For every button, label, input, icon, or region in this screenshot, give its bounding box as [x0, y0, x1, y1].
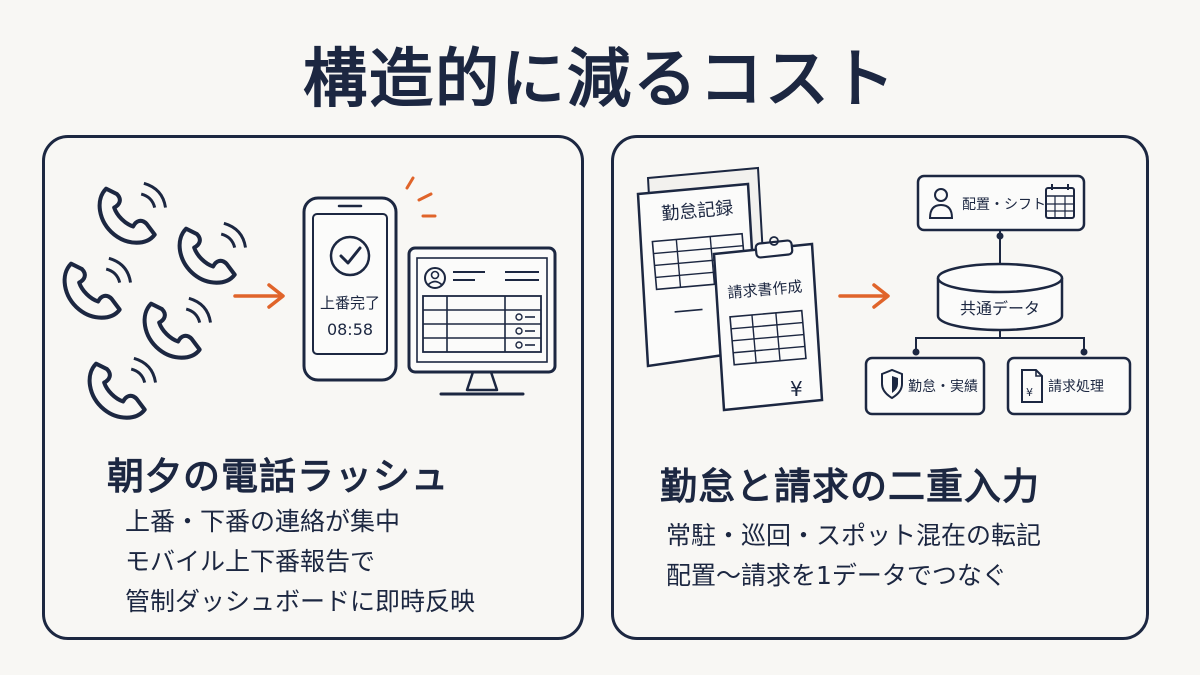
person-icon: [928, 188, 954, 219]
smartphone-icon: 上番完了 08:58: [302, 196, 398, 382]
phone-handset-icon: [90, 358, 156, 417]
phone-handset-icon: [100, 183, 166, 242]
phone-handset-icon: [180, 223, 246, 282]
screen-status-text: 上番完了: [320, 294, 380, 312]
invoice-file-icon: [1021, 369, 1043, 403]
description-line: 常駐・巡回・スポット混在の転記: [666, 521, 1042, 550]
billing-process-node: ¥ 請求処理: [1006, 356, 1132, 416]
phone-handset-icon: [65, 258, 131, 317]
yen-symbol: ¥: [790, 377, 803, 401]
phone-handset-icon: [145, 298, 211, 357]
phone-rush-panel: 上番完了 08:58: [42, 135, 584, 640]
flow-connector-lines: [912, 230, 1088, 356]
attendance-results-label: 勤怠・実績: [908, 379, 978, 395]
calendar-icon: [1045, 184, 1075, 219]
billing-yen-symbol: ¥: [1026, 386, 1033, 399]
double-entry-panel: 勤怠記録 請求書作成: [611, 135, 1149, 640]
assignment-shift-label: 配置・シフト: [962, 197, 1046, 213]
description-line: 管制ダッシュボードに即時反映: [125, 587, 476, 616]
shield-icon: [881, 368, 903, 400]
user-avatar-icon: [424, 267, 446, 289]
page-title: 構造的に減るコスト: [303, 43, 897, 117]
billing-process-label: 請求処理: [1048, 379, 1104, 395]
shared-data-database: 共通データ: [936, 262, 1064, 332]
arrow-right-icon: [838, 283, 890, 309]
shared-data-label: 共通データ: [960, 299, 1040, 318]
description-line: 上番・下番の連絡が集中: [125, 507, 401, 536]
dashboard-monitor-icon: [407, 246, 557, 396]
assignment-shift-node: 配置・シフト: [916, 174, 1086, 232]
screen-time-text: 08:58: [327, 320, 373, 339]
phone-rush-heading: 朝夕の電話ラッシュ: [107, 455, 449, 498]
description-line: 配置〜請求を1データでつなぐ: [666, 561, 1007, 590]
phone-rush-illustration: 上番完了 08:58: [45, 176, 557, 438]
double-entry-illustration: 勤怠記録 請求書作成: [636, 166, 1132, 416]
double-entry-description: 常駐・巡回・スポット混在の転記 配置〜請求を1データでつなぐ: [666, 516, 1041, 596]
double-entry-heading: 勤怠と請求の二重入力: [660, 465, 1040, 508]
phone-rush-description: 上番・下番の連絡が集中 モバイル上下番報告で 管制ダッシュボードに即時反映: [125, 502, 475, 622]
checkmark-icon: [329, 235, 371, 277]
description-line: モバイル上下番報告で: [125, 547, 376, 576]
arrow-right-icon: [233, 283, 285, 309]
attendance-results-node: 勤怠・実績: [864, 356, 986, 416]
attention-spark-icon: [405, 176, 437, 218]
invoice-clipboard-icon: 請求書作成 ¥: [712, 236, 824, 412]
